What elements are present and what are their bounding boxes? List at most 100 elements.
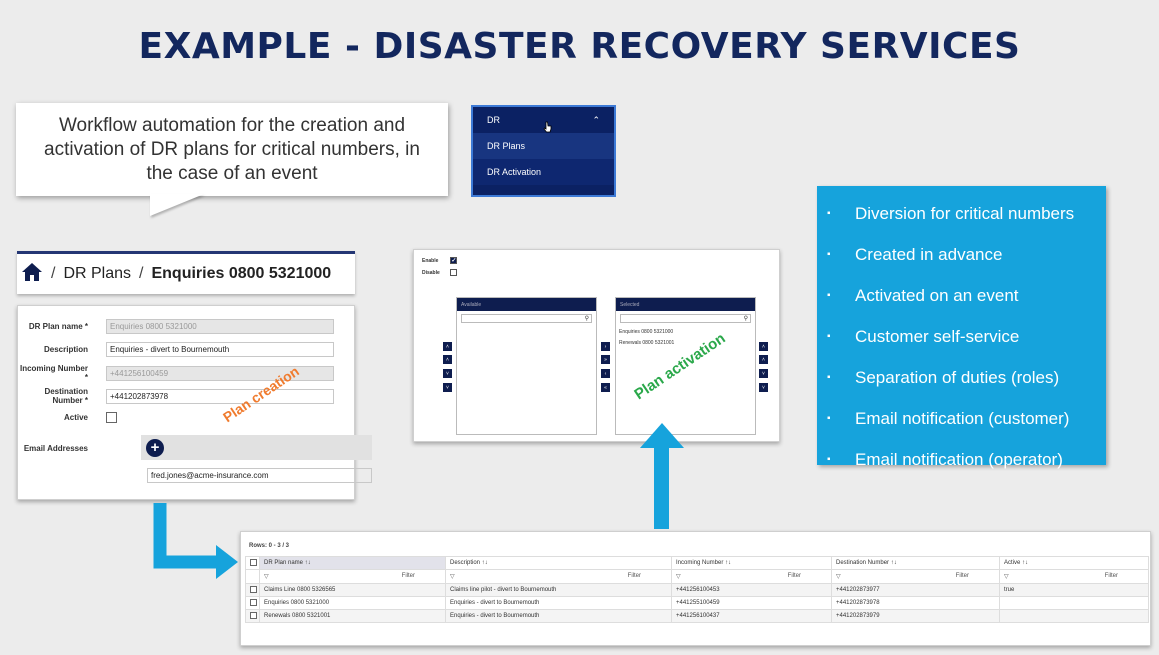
dr-menu-item-plans[interactable]: DR Plans — [473, 133, 614, 159]
incoming-number-field[interactable]: +441256100459 — [106, 365, 334, 381]
column-header-plan-name[interactable]: DR Plan name ↑↓ — [259, 556, 446, 570]
table-cell: Enquiries 0800 5321000 — [259, 596, 446, 610]
column-header-incoming[interactable]: Incoming Number ↑↓ — [671, 556, 832, 570]
breadcrumb-current: Enquiries 0800 5321000 — [151, 265, 332, 282]
add-email-button[interactable]: + — [146, 438, 164, 457]
list-item[interactable]: Enquiries 0800 5321000 — [619, 328, 674, 335]
table-cell: Claims Line 0800 5326565 — [259, 583, 446, 597]
row-checkbox[interactable] — [250, 585, 257, 593]
move-up-button[interactable]: ˄ — [443, 342, 452, 351]
column-header-active[interactable]: Active ↑↓ — [999, 556, 1149, 570]
form-row-active: Active — [18, 412, 356, 423]
filter-icon: ▽ — [1004, 574, 1009, 580]
column-header-destination[interactable]: Destination Number ↑↓ — [831, 556, 1000, 570]
dr-menu: DR ⌃ DR Plans DR Activation — [471, 105, 616, 197]
filter-cell[interactable]: ▽Filter — [445, 569, 672, 584]
table-cell: +441202873978 — [831, 596, 1000, 610]
list-item-text: Email notification (operator) — [855, 449, 1063, 469]
dr-menu-header-label: DR — [487, 115, 500, 125]
list-item-text: Separation of duties (roles) — [855, 367, 1060, 387]
table-cell: true — [999, 583, 1149, 597]
destination-number-label: Destination Number * — [44, 387, 88, 405]
list-item-text: Diversion for critical numbers — [855, 203, 1075, 223]
email-addresses-area: + fred.jones@acme-insurance.com — [141, 435, 372, 498]
move-bottom-button[interactable]: ˅ — [443, 383, 452, 392]
available-list: Available ⚲ — [456, 297, 597, 435]
form-row-description: Description Enquiries - divert to Bourne… — [18, 342, 356, 357]
move-all-right-button[interactable]: » — [601, 355, 610, 364]
move-left-button[interactable]: ‹ — [601, 369, 610, 378]
selected-search-input[interactable]: ⚲ — [620, 314, 751, 323]
row-checkbox[interactable] — [250, 598, 257, 606]
dr-menu-item-activation[interactable]: DR Activation — [473, 159, 614, 185]
dr-activation-panel: Enable ✓ Disable Available ⚲ ˄ ˄ ˅ ˅ › »… — [413, 249, 780, 442]
enable-checkbox[interactable]: ✓ — [450, 257, 458, 264]
email-addresses-label: Email Addresses — [23, 444, 88, 453]
plan-name-field[interactable]: Enquiries 0800 5321000 — [106, 319, 334, 334]
enable-option: Enable ✓ — [422, 257, 458, 264]
sel-move-bottom-button[interactable]: ˅ — [759, 383, 768, 392]
bullet-icon: ▪ — [827, 249, 831, 260]
callout-bubble: Workflow automation for the creation and… — [16, 103, 448, 196]
list-item: ▪Email notification (operator) — [827, 439, 1106, 480]
table-cell: +441202873979 — [831, 609, 1000, 623]
filter-icon: ▽ — [264, 574, 269, 580]
table-cell: +441255100459 — [671, 596, 832, 610]
home-icon[interactable] — [21, 262, 43, 287]
rows-count: Rows: 0 - 3 / 3 — [249, 543, 290, 549]
table-cell — [999, 596, 1149, 610]
email-field[interactable]: fred.jones@acme-insurance.com — [147, 468, 372, 483]
dr-plans-table-panel: Rows: 0 - 3 / 3 DR Plan name ↑↓ Descript… — [240, 531, 1151, 646]
form-row-plan-name: DR Plan name * Enquiries 0800 5321000 — [18, 319, 356, 334]
disable-checkbox[interactable] — [449, 269, 457, 276]
disable-label: Disable — [422, 269, 440, 276]
filter-cell[interactable]: ▽Filter — [999, 569, 1149, 584]
move-top-button[interactable]: ˄ — [443, 355, 452, 364]
filter-cell[interactable]: ▽Filter — [671, 569, 832, 584]
filter-icon: ▽ — [450, 574, 455, 580]
sel-move-down-button[interactable]: ˅ — [759, 369, 768, 378]
filter-cell[interactable]: ▽Filter — [259, 569, 446, 584]
description-field[interactable]: Enquiries - divert to Bournemouth — [106, 342, 334, 357]
table-row[interactable]: Enquiries 0800 5321000 Enquiries - diver… — [245, 596, 1149, 610]
list-item: ▪Separation of duties (roles) — [827, 357, 1106, 398]
dr-menu-header[interactable]: DR ⌃ — [473, 107, 614, 133]
sel-move-up-button[interactable]: ˄ — [759, 342, 768, 351]
move-right-button[interactable]: › — [601, 342, 610, 351]
list-item-text: Email notification (customer) — [855, 408, 1070, 428]
available-header: Available — [457, 298, 596, 311]
select-all-checkbox[interactable] — [250, 558, 257, 566]
row-checkbox[interactable] — [250, 611, 257, 619]
available-search-input[interactable]: ⚲ — [461, 314, 592, 323]
table-cell: Renewals 0800 5321001 — [259, 609, 446, 623]
dr-menu-item-label: DR Activation — [487, 167, 542, 177]
column-header-description[interactable]: Description ↑↓ — [445, 556, 672, 570]
description-label: Description — [43, 345, 88, 354]
active-checkbox[interactable] — [106, 412, 117, 423]
email-header: + — [141, 435, 372, 460]
table-row[interactable]: Renewals 0800 5321001 Enquiries - divert… — [245, 609, 1149, 623]
list-item-text: Created in advance — [855, 244, 1003, 264]
breadcrumb-separator: / — [139, 265, 144, 282]
form-row-email: Email Addresses — [18, 444, 356, 453]
table-cell: Enquiries - divert to Bournemouth — [445, 596, 672, 610]
destination-number-field[interactable]: +441202873978 — [106, 388, 334, 404]
sel-move-top-button[interactable]: ˄ — [759, 355, 768, 364]
breadcrumb-separator: / — [51, 265, 56, 282]
list-item: ▪Email notification (customer) — [827, 398, 1106, 439]
list-item-text: Customer self-service — [855, 326, 1020, 346]
move-all-left-button[interactable]: « — [601, 383, 610, 392]
list-item[interactable]: Renewals 0800 5321001 — [619, 339, 675, 346]
list-item: ▪Diversion for critical numbers — [827, 193, 1106, 234]
filter-icon: ▽ — [836, 574, 841, 580]
cursor-icon — [543, 121, 553, 135]
list-item-text: Activated on an event — [855, 285, 1019, 305]
form-row-destination: Destination Number * +441202873978 — [18, 387, 356, 405]
selected-list: Selected ⚲ Enquiries 0800 5321000 Renewa… — [615, 297, 756, 435]
filter-cell[interactable]: ▽Filter — [831, 569, 1000, 584]
dr-plan-form: DR Plan name * Enquiries 0800 5321000 De… — [17, 305, 372, 500]
breadcrumb-dr-plans[interactable]: DR Plans — [63, 265, 132, 282]
table-row[interactable]: Claims Line 0800 5326565 Claims line pil… — [245, 583, 1149, 597]
arrow-form-to-table — [153, 503, 218, 569]
move-down-button[interactable]: ˅ — [443, 369, 452, 378]
